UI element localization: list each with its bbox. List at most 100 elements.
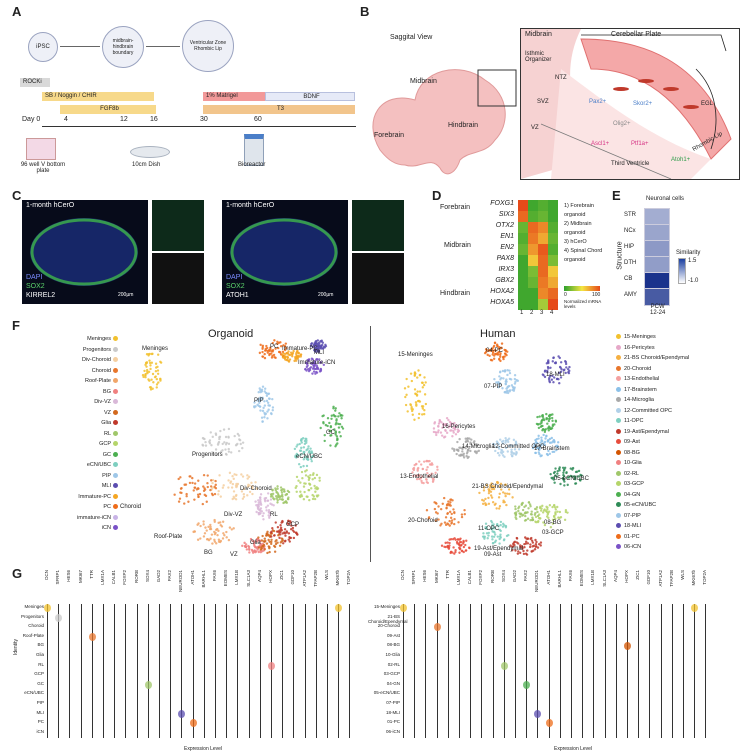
identity-label: iCN <box>36 728 45 734</box>
umap-point <box>318 476 321 480</box>
umap-point <box>524 514 527 518</box>
umap-point <box>318 479 321 482</box>
umap-point <box>541 428 545 431</box>
violin-shape <box>335 604 343 612</box>
cluster-label: 13-Endothelial <box>400 474 439 480</box>
umap-point <box>217 540 221 543</box>
heatmap-cell <box>518 211 528 223</box>
umap-point <box>501 454 505 457</box>
umap-point <box>268 545 271 549</box>
umap-point <box>265 394 269 397</box>
umap-point <box>527 501 531 504</box>
umap-point <box>199 524 202 528</box>
gene-column-line <box>459 604 460 739</box>
umap-point <box>549 366 552 370</box>
umap-point <box>484 527 488 530</box>
gene-column-label: HES6 <box>422 570 428 582</box>
umap-point <box>271 409 274 412</box>
micrograph-inset-1b <box>152 253 204 304</box>
umap-point <box>540 443 543 447</box>
umap-point <box>261 347 264 350</box>
umap-point <box>296 356 299 360</box>
micrograph-title-2: 1-month hCerO <box>226 202 275 209</box>
umap-point <box>334 445 337 448</box>
umap-point <box>284 534 287 537</box>
zoom-vz: VZ <box>531 125 539 131</box>
umap-point <box>217 442 220 445</box>
umap-point <box>251 485 254 488</box>
cluster-label: Choroid <box>120 504 142 510</box>
umap-point <box>266 551 269 555</box>
umap-point <box>284 346 288 350</box>
umap-point <box>448 519 451 523</box>
umap-point <box>201 443 204 447</box>
umap-point <box>493 377 496 381</box>
legend-item: 03-GCP <box>616 481 644 487</box>
umap-point <box>154 370 158 373</box>
umap-point <box>278 495 282 498</box>
umap-point <box>297 352 301 355</box>
umap-point <box>510 384 514 387</box>
umap-point <box>282 490 286 493</box>
structure-label: STR <box>624 212 636 218</box>
umap-point <box>410 379 414 383</box>
umap-point <box>512 452 515 455</box>
umap-point <box>209 431 212 434</box>
e-legend-label: Similarity <box>676 250 701 256</box>
umap-point <box>537 434 540 438</box>
heatmap-cell <box>528 266 538 278</box>
umap-point <box>421 386 424 389</box>
umap-point <box>232 527 235 530</box>
umap-point <box>405 393 408 397</box>
umap-point <box>281 353 284 357</box>
umap-point <box>259 512 262 515</box>
gene-column-label: WLS <box>324 570 329 580</box>
umap-point <box>297 479 300 482</box>
gene-column-line <box>170 604 172 739</box>
umap-point <box>299 453 302 456</box>
umap-point <box>514 516 517 519</box>
umap-point <box>540 507 543 510</box>
umap-point <box>305 464 309 468</box>
umap-point <box>242 492 246 496</box>
bar-matrigel: 1% Matrigel <box>203 92 265 101</box>
umap-point <box>458 551 461 554</box>
umap-point <box>489 494 493 497</box>
gene-column-label: CALB1 <box>467 570 473 585</box>
umap-point <box>561 466 565 469</box>
umap-point <box>514 452 518 456</box>
zoom-ntz: NTZ <box>555 75 567 81</box>
umap-point <box>496 353 500 356</box>
umap-point <box>461 447 464 450</box>
umap-point <box>531 545 534 548</box>
umap-point <box>267 538 270 542</box>
panel-f-divider <box>370 326 371 562</box>
gene-column-label: MKI67 <box>433 570 439 584</box>
umap-point <box>484 497 487 501</box>
umap-point <box>486 537 489 540</box>
umap-point <box>539 509 543 512</box>
umap-point <box>213 532 217 536</box>
legend-item: 02-RL <box>616 471 639 477</box>
vessel-label-plate: 96 well V bottom plate <box>20 162 66 174</box>
umap-point <box>550 378 554 381</box>
umap-point <box>552 476 555 479</box>
channel-kirrel2: KIRREL2 <box>26 292 56 299</box>
legend-dot <box>113 399 118 405</box>
umap-point <box>447 500 450 503</box>
stage-ipsc: iPSC <box>28 32 58 62</box>
umap-point <box>551 505 554 509</box>
violin-shape <box>545 719 553 728</box>
umap-point <box>271 527 274 530</box>
umap-point <box>547 439 550 442</box>
umap-point <box>270 352 273 355</box>
gene-label: IRX3 <box>498 266 514 273</box>
umap-point <box>264 412 268 415</box>
umap-point <box>564 371 567 375</box>
gene-column-label: MKI67b <box>691 570 697 586</box>
umap-point <box>484 503 487 507</box>
umap-point <box>427 460 430 463</box>
umap-point <box>323 346 327 349</box>
umap-point <box>522 549 525 553</box>
heatmap-cell <box>518 266 528 278</box>
